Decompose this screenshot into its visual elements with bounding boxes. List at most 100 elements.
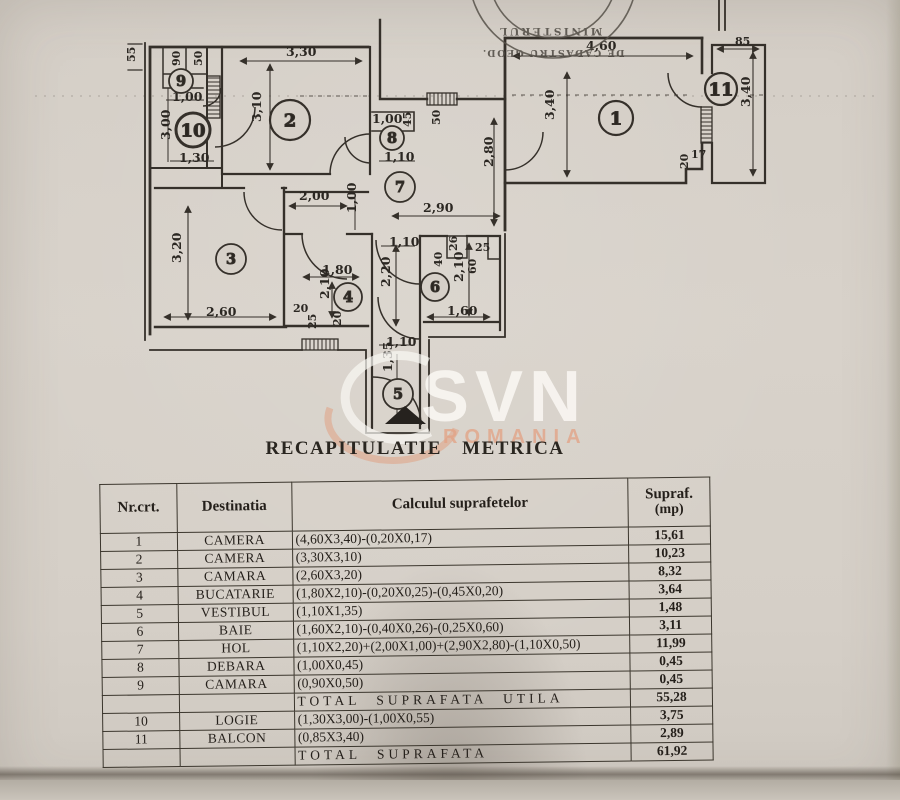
cell-nr [102, 694, 180, 714]
photo-background-below-paper [0, 780, 900, 800]
dim-label: 1,30 [179, 150, 210, 165]
cell-nr [103, 748, 181, 768]
cell-dest: CAMARA [177, 567, 293, 587]
dim-label: 3,20 [169, 232, 184, 263]
cell-nr: 11 [102, 730, 180, 750]
dim-label: 50 [192, 50, 205, 66]
cell-nr: 10 [102, 712, 180, 732]
cell-dest: CAMARA [178, 675, 294, 695]
dim-label: 2,10 [451, 251, 466, 282]
cell-nr: 7 [101, 640, 179, 660]
header-nr: Nr.crt. [99, 483, 178, 534]
room-number-11: 11 [708, 79, 733, 100]
dim-label: 2,80 [481, 136, 496, 167]
cell-val: 3,75 [630, 706, 713, 726]
cell-dest: LOGIE [179, 711, 295, 731]
stamp-text-line2: DE CADASTRU GEOD. [481, 47, 624, 58]
dim-label: 2,60 [206, 304, 237, 319]
dim-label: 2,20 [378, 256, 393, 287]
header-supraf-unit: (mp) [654, 501, 684, 517]
floor-plan: 55 90 50 1,00 3,00 1,30 3,30 3,10 1,00 4… [35, 0, 880, 464]
cell-val: 11,99 [629, 634, 712, 654]
cell-dest: BUCATARIE [177, 585, 293, 605]
dim-label: 3,40 [738, 76, 753, 107]
table-header-row: Nr.crt. Destinatia Calculul suprafetelor… [99, 477, 711, 534]
cell-val: 3,64 [629, 580, 712, 600]
dim-label: 3,00 [158, 109, 173, 140]
cell-dest: DEBARA [178, 657, 294, 677]
dimension-labels: 55 90 50 1,00 3,00 1,30 3,30 3,10 1,00 4… [125, 35, 753, 372]
room-number-5: 5 [393, 386, 403, 403]
room-number-1: 1 [610, 108, 623, 129]
cell-total-label: TOTAL SUPRAFATA [294, 743, 632, 766]
dim-label: 1,80 [322, 262, 353, 277]
dim-label: 60 [466, 258, 479, 274]
cell-dest [179, 747, 295, 767]
watermark-country: ROMANIA [443, 426, 588, 448]
dim-label: 50 [430, 109, 443, 125]
dimension-lines [163, 45, 760, 420]
dim-label: 25 [306, 314, 319, 329]
dim-label: 1,10 [386, 334, 417, 349]
cadastre-stamp: MINISTERUL DE CADASTRU GEOD. [472, 0, 634, 59]
dim-label: 1,60 [447, 303, 478, 318]
room-number-10: 10 [180, 120, 205, 141]
dim-label: 2,90 [423, 200, 454, 215]
cell-val: 55,28 [630, 688, 713, 708]
cell-nr: 1 [100, 532, 178, 552]
cell-val: 8,32 [628, 562, 711, 582]
dim-label: 20 [331, 310, 344, 326]
dim-label: 17 [691, 148, 706, 161]
dim-label: 1,00 [344, 182, 359, 213]
room-number-8: 8 [387, 130, 397, 147]
cell-val: 15,61 [628, 526, 711, 546]
metric-table: Nr.crt. Destinatia Calculul suprafetelor… [99, 477, 714, 768]
dim-label: 20 [678, 153, 691, 169]
cell-nr: 6 [101, 622, 179, 642]
svn-watermark: SVN ROMANIA [324, 351, 588, 464]
walls [127, 0, 767, 434]
dim-label: 3,10 [249, 91, 264, 122]
cell-dest: CAMERA [177, 531, 293, 551]
cell-nr: 5 [101, 604, 179, 624]
dim-label: 25 [475, 241, 490, 254]
entrance-arrow [385, 406, 426, 424]
stamp-text-line1: MINISTERUL [498, 25, 603, 37]
photo-edge-right [886, 0, 900, 800]
dim-label: 2,00 [299, 188, 330, 203]
room-number-2: 2 [284, 110, 297, 131]
room-number-9: 9 [176, 73, 186, 90]
header-supraf-label: Supraf. [644, 485, 694, 503]
header-supraf: Supraf.(mp) [627, 477, 711, 528]
cell-nr: 9 [102, 676, 180, 696]
cell-dest: VESTIBUL [178, 603, 294, 623]
cell-dest: HOL [178, 639, 294, 659]
dim-label: 90 [170, 50, 183, 66]
room-number-7: 7 [395, 179, 405, 196]
recap-title: RECAPITULATIE METRICA [265, 438, 565, 459]
dim-label: 3,40 [542, 89, 557, 120]
cell-val: 0,45 [630, 670, 713, 690]
cell-val: 61,92 [631, 742, 714, 762]
header-calcul: Calculul suprafetelor [291, 478, 629, 532]
dim-label: 45 [401, 112, 414, 127]
watermark-brand: SVN [421, 357, 587, 437]
cell-dest: BALCON [179, 729, 295, 749]
watermark-swoosh-accent [324, 406, 460, 464]
dim-label: 4,60 [586, 38, 617, 53]
dim-label: 1,10 [389, 234, 420, 249]
cell-val: 10,23 [628, 544, 711, 564]
cell-dest [179, 693, 295, 713]
dim-label: 26 [447, 235, 460, 251]
dim-label: 40 [432, 251, 445, 267]
window-hatches [206, 75, 713, 351]
cell-val: 0,45 [630, 652, 713, 672]
dim-label: 1,10 [384, 149, 415, 164]
room-number-4: 4 [343, 289, 353, 306]
dim-label: 20 [293, 302, 309, 315]
cell-dest: CAMERA [177, 549, 293, 569]
dim-label: 3,30 [286, 44, 317, 59]
header-destinatia: Destinatia [176, 482, 292, 533]
cell-dest: BAIE [178, 621, 294, 641]
